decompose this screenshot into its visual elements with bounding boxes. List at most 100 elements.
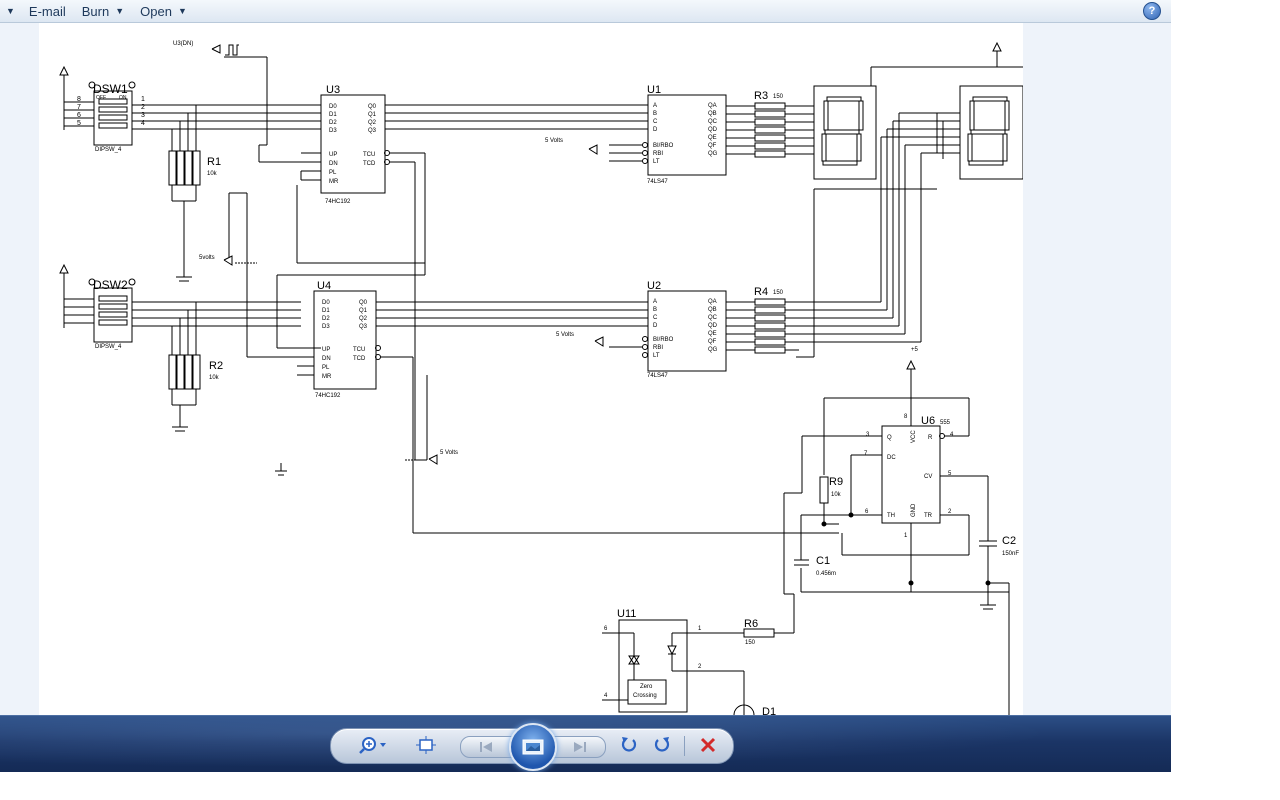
svg-text:150: 150	[773, 290, 784, 296]
svg-text:Q0: Q0	[368, 104, 377, 110]
svg-text:QG: QG	[708, 347, 718, 353]
svg-text:U11: U11	[617, 608, 636, 620]
seven-segment-display-1	[813, 85, 877, 180]
actual-size-button[interactable]	[414, 734, 438, 756]
slideshow-button[interactable]	[509, 723, 557, 771]
previous-button[interactable]	[460, 736, 514, 758]
svg-text:R4: R4	[754, 286, 768, 298]
svg-text:10k: 10k	[209, 375, 220, 381]
svg-text:+5: +5	[911, 347, 919, 353]
menu-dropdown-arrow[interactable]: ▼	[6, 6, 15, 16]
svg-text:TH: TH	[887, 513, 895, 519]
next-button[interactable]	[552, 736, 606, 758]
svg-text:6: 6	[604, 626, 608, 632]
resistor-pack-r1: R1 10k	[168, 105, 221, 282]
svg-text:D2: D2	[322, 316, 330, 322]
svg-text:QB: QB	[708, 307, 717, 313]
empty-margin	[1171, 0, 1280, 800]
svg-text:R2: R2	[209, 360, 223, 372]
svg-text:5: 5	[948, 471, 952, 477]
svg-text:5volts: 5volts	[199, 255, 215, 261]
svg-text:DC: DC	[887, 455, 896, 461]
previous-icon	[480, 742, 492, 752]
svg-text:DN: DN	[329, 161, 338, 167]
command-bar: ▼ E-mail Burn▼ Open▼ ?	[0, 0, 1171, 23]
svg-text:MR: MR	[329, 179, 339, 185]
svg-text:U3: U3	[326, 84, 340, 96]
svg-text:150nF: 150nF	[1002, 551, 1019, 557]
rotate-counterclockwise-button[interactable]	[617, 734, 641, 756]
delete-button[interactable]	[696, 734, 720, 756]
optocoupler-u11: U11 Zero Crossing R6 150	[602, 593, 795, 715]
svg-text:74HC192: 74HC192	[325, 199, 351, 205]
svg-text:8: 8	[77, 96, 81, 103]
delete-icon	[700, 737, 716, 753]
svg-text:7: 7	[77, 104, 81, 111]
open-button[interactable]: Open▼	[140, 3, 187, 19]
chevron-down-icon: ▼	[115, 6, 125, 16]
svg-text:Q1: Q1	[359, 308, 368, 314]
svg-text:DIPSW_4: DIPSW_4	[95, 344, 122, 350]
svg-text:74HC192: 74HC192	[315, 393, 341, 399]
rotate-clockwise-button[interactable]	[650, 734, 674, 756]
svg-text:VCC: VCC	[911, 430, 917, 443]
svg-text:U4: U4	[317, 280, 331, 292]
svg-text:CV: CV	[924, 474, 932, 480]
help-icon[interactable]: ?	[1143, 2, 1161, 20]
svg-text:U6: U6	[921, 415, 935, 427]
email-button[interactable]: E-mail	[28, 3, 66, 19]
svg-text:OFF: OFF	[96, 95, 106, 101]
schematic-drawing: DSW1 DIPSW_4 OFF ON 87 65 12 34	[59, 41, 1023, 715]
svg-text:555: 555	[940, 420, 951, 426]
svg-text:QB: QB	[708, 111, 717, 117]
magnifier-zoom-icon	[359, 737, 386, 754]
svg-text:D: D	[653, 127, 658, 133]
svg-text:Q1: Q1	[368, 112, 377, 118]
svg-text:UP: UP	[329, 152, 337, 158]
svg-text:D3: D3	[322, 324, 330, 330]
svg-text:3: 3	[141, 112, 145, 119]
window-bottom-edge	[0, 772, 1171, 800]
svg-text:Crossing: Crossing	[633, 693, 657, 699]
svg-text:10k: 10k	[831, 492, 842, 498]
svg-text:3: 3	[866, 432, 870, 438]
svg-text:B: B	[653, 111, 657, 117]
rotate-clockwise-icon	[654, 737, 670, 752]
svg-text:Q3: Q3	[368, 128, 377, 134]
svg-text:U2: U2	[647, 280, 661, 292]
svg-text:D1: D1	[322, 308, 330, 314]
zoom-button[interactable]	[356, 734, 390, 756]
svg-text:D: D	[653, 323, 658, 329]
svg-text:DN: DN	[322, 356, 331, 362]
burn-button[interactable]: Burn▼	[81, 3, 125, 19]
svg-text:1: 1	[141, 96, 145, 103]
svg-text:QD: QD	[708, 323, 718, 329]
svg-text:RBI: RBI	[653, 345, 663, 351]
svg-text:2: 2	[698, 664, 702, 670]
svg-text:A: A	[653, 103, 657, 109]
svg-text:TR: TR	[924, 513, 933, 519]
svg-text:DIPSW_4: DIPSW_4	[95, 147, 122, 153]
viewer-control-bar	[0, 715, 1171, 773]
svg-text:4: 4	[604, 693, 608, 699]
svg-text:QD: QD	[708, 127, 718, 133]
svg-text:LT: LT	[653, 159, 660, 165]
slideshow-icon	[522, 739, 544, 755]
svg-text:0.456m: 0.456m	[816, 571, 836, 577]
svg-text:D1: D1	[329, 112, 337, 118]
svg-text:UP: UP	[322, 347, 330, 353]
svg-text:Q0: Q0	[359, 300, 368, 306]
seven-segment-display-2	[796, 41, 1023, 358]
dsw1-label: DSW1	[93, 82, 128, 96]
svg-text:BI/RBO: BI/RBO	[653, 337, 674, 343]
dip-switch-dsw1: DSW1 DIPSW_4 OFF ON 87 65 12 34	[59, 65, 309, 153]
svg-text:D2: D2	[329, 120, 337, 126]
svg-text:74LS47: 74LS47	[647, 373, 668, 379]
svg-text:QC: QC	[708, 315, 718, 321]
svg-text:BI/RBO: BI/RBO	[653, 143, 674, 149]
